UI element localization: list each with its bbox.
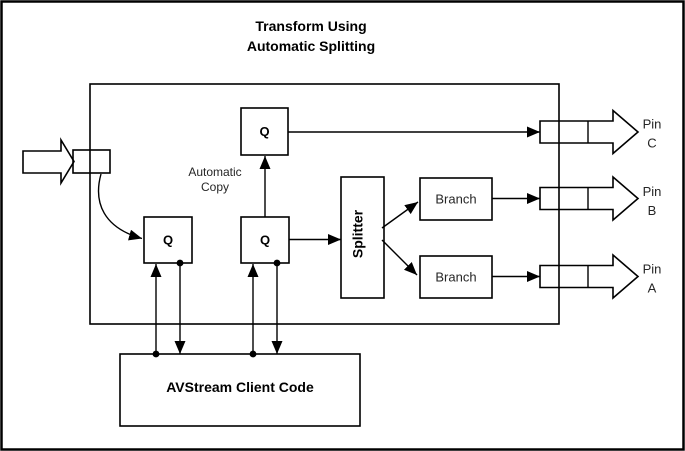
pin-b-output: Pin B: [539, 175, 662, 222]
pin-b-label-word: Pin: [643, 184, 662, 199]
client-code-box: [119, 353, 361, 427]
pin-c-label-word: Pin: [643, 117, 662, 132]
junction-dot: [249, 350, 257, 358]
queue-top-label: Q: [259, 124, 269, 139]
input-stream-arrow: [22, 137, 75, 186]
pin-a-output: Pin A: [539, 253, 662, 300]
queue-left-label: Q: [163, 233, 173, 248]
pin-a-label-letter: A: [648, 281, 657, 296]
junction-dot: [176, 259, 184, 267]
queue-center-label: Q: [260, 233, 270, 248]
branch-node-bottom: Branch: [419, 255, 493, 299]
queue-node-left: Q: [143, 216, 193, 264]
queue-left-box: [143, 216, 193, 264]
diagram-title-line2: Automatic Splitting: [247, 38, 375, 54]
junction-dot: [152, 350, 160, 358]
pin-c-label-letter: C: [647, 136, 656, 151]
connector-splitter-to-branch-bottom: [381, 239, 418, 276]
queue-node-center: Q: [240, 216, 290, 264]
pin-a-label-word: Pin: [643, 262, 662, 277]
connector-splitter-to-branch-top: [381, 201, 419, 229]
junction-dot: [273, 259, 281, 267]
pin-b-queue-arrow: [539, 175, 640, 222]
splitter-box: [340, 176, 385, 299]
diagram-title-line1: Transform Using: [255, 18, 366, 34]
pin-b-label-letter: B: [648, 203, 657, 218]
queue-node-top: Q: [240, 107, 289, 156]
branch-bottom-box: [419, 255, 493, 299]
branch-top-label: Branch: [435, 192, 476, 207]
input-curve-connector: [97, 173, 143, 241]
splitter-label: Splitter: [350, 209, 366, 258]
branch-bottom-label: Branch: [435, 270, 476, 285]
automatic-copy-label-line2: Copy: [201, 180, 229, 194]
pin-c-output: Pin C: [539, 108, 662, 156]
branch-top-box: [419, 177, 493, 221]
client-code-label: AVStream Client Code: [166, 379, 314, 395]
input-connection-box: [72, 149, 111, 174]
queue-top-box: [240, 107, 289, 156]
splitter-node: Splitter: [340, 176, 385, 299]
automatic-copy-label-line1: Automatic: [188, 165, 241, 179]
client-code-node: AVStream Client Code: [119, 353, 361, 427]
pin-c-queue-arrow: [539, 108, 640, 156]
pin-a-queue-arrow: [539, 253, 640, 300]
filter-container-box: [89, 83, 560, 325]
branch-node-top: Branch: [419, 177, 493, 221]
